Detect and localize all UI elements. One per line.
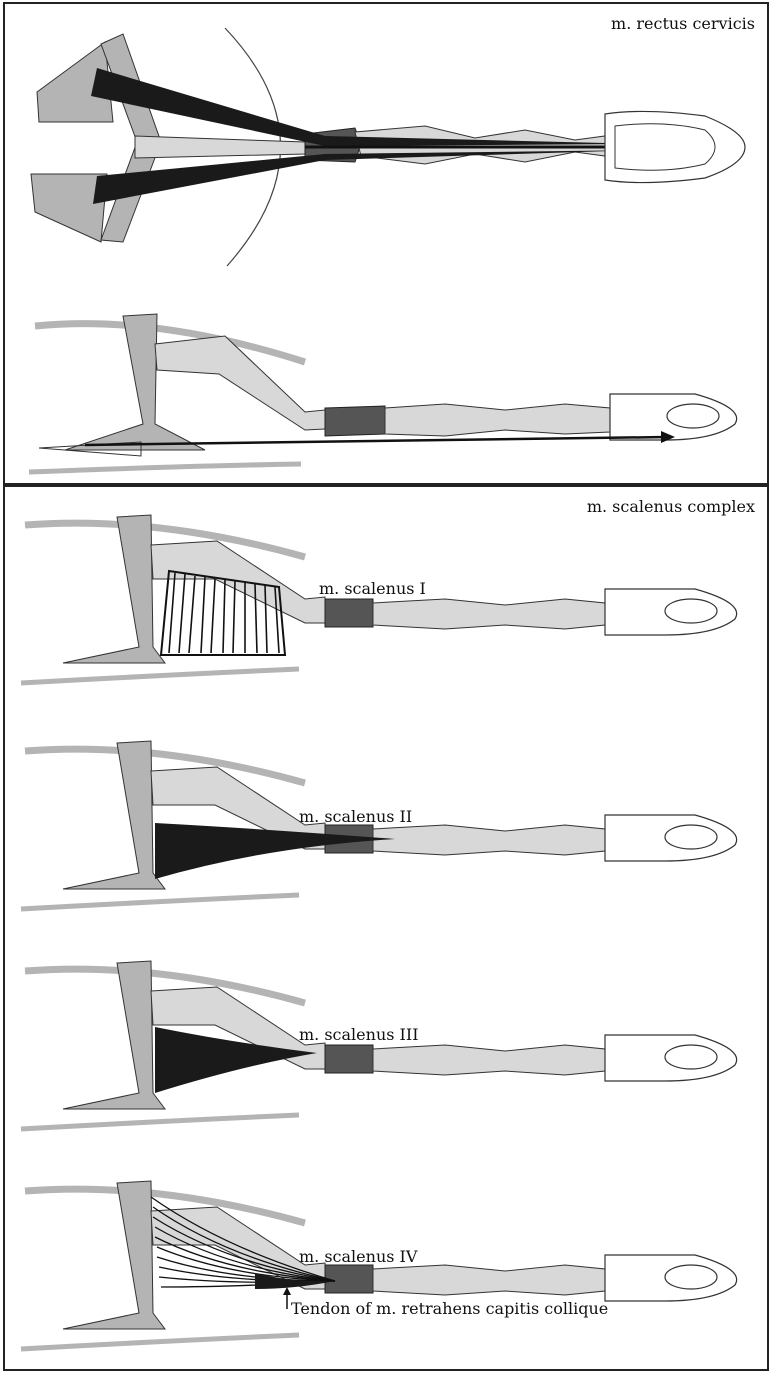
cervical-vertebrae — [373, 1045, 605, 1075]
pectoral-girdle — [63, 1181, 165, 1329]
rib-lower — [21, 669, 299, 683]
figure-scalenus-3 — [21, 961, 737, 1129]
pectoral-girdle — [63, 961, 165, 1109]
vertebra-dark — [325, 406, 385, 436]
rectus-cervicis-diagram — [5, 4, 767, 483]
panel-rectus-cervicis: m. rectus cervicis — [3, 2, 769, 485]
figure-scalenus-4 — [21, 1181, 737, 1349]
skull — [605, 111, 745, 182]
vertebra-dark — [325, 599, 373, 627]
cervical-vertebrae — [373, 825, 605, 855]
scalenus-diagrams — [5, 487, 767, 1369]
skull — [610, 394, 737, 440]
dorsal-view — [31, 28, 745, 266]
rib-lower — [21, 1335, 299, 1349]
rectus-cervicis-band-lower — [93, 150, 645, 204]
cervical-vertebrae — [373, 599, 605, 629]
figure-scalenus-2 — [21, 741, 737, 909]
scapula-lower — [31, 174, 107, 242]
vertebra-dark — [325, 1045, 373, 1073]
pectoral-girdle — [63, 515, 165, 663]
panel-scalenus-complex: m. scalenus complex m. scalenus I m. sca… — [3, 485, 769, 1371]
neck-vertebrae-curve — [155, 336, 345, 430]
rib-lower — [29, 464, 301, 472]
pectoral-girdle — [63, 741, 165, 889]
lateral-view — [29, 314, 737, 472]
cervical-vertebrae — [373, 1265, 605, 1295]
cervical-vertebrae — [385, 404, 610, 436]
rib-lower — [21, 1115, 299, 1129]
rib-lower — [21, 895, 299, 909]
thoracic-column — [135, 136, 305, 158]
tendon-pointer-arrowhead — [283, 1287, 291, 1295]
vertebra-dark — [325, 1265, 373, 1293]
figure-scalenus-1 — [21, 515, 737, 683]
